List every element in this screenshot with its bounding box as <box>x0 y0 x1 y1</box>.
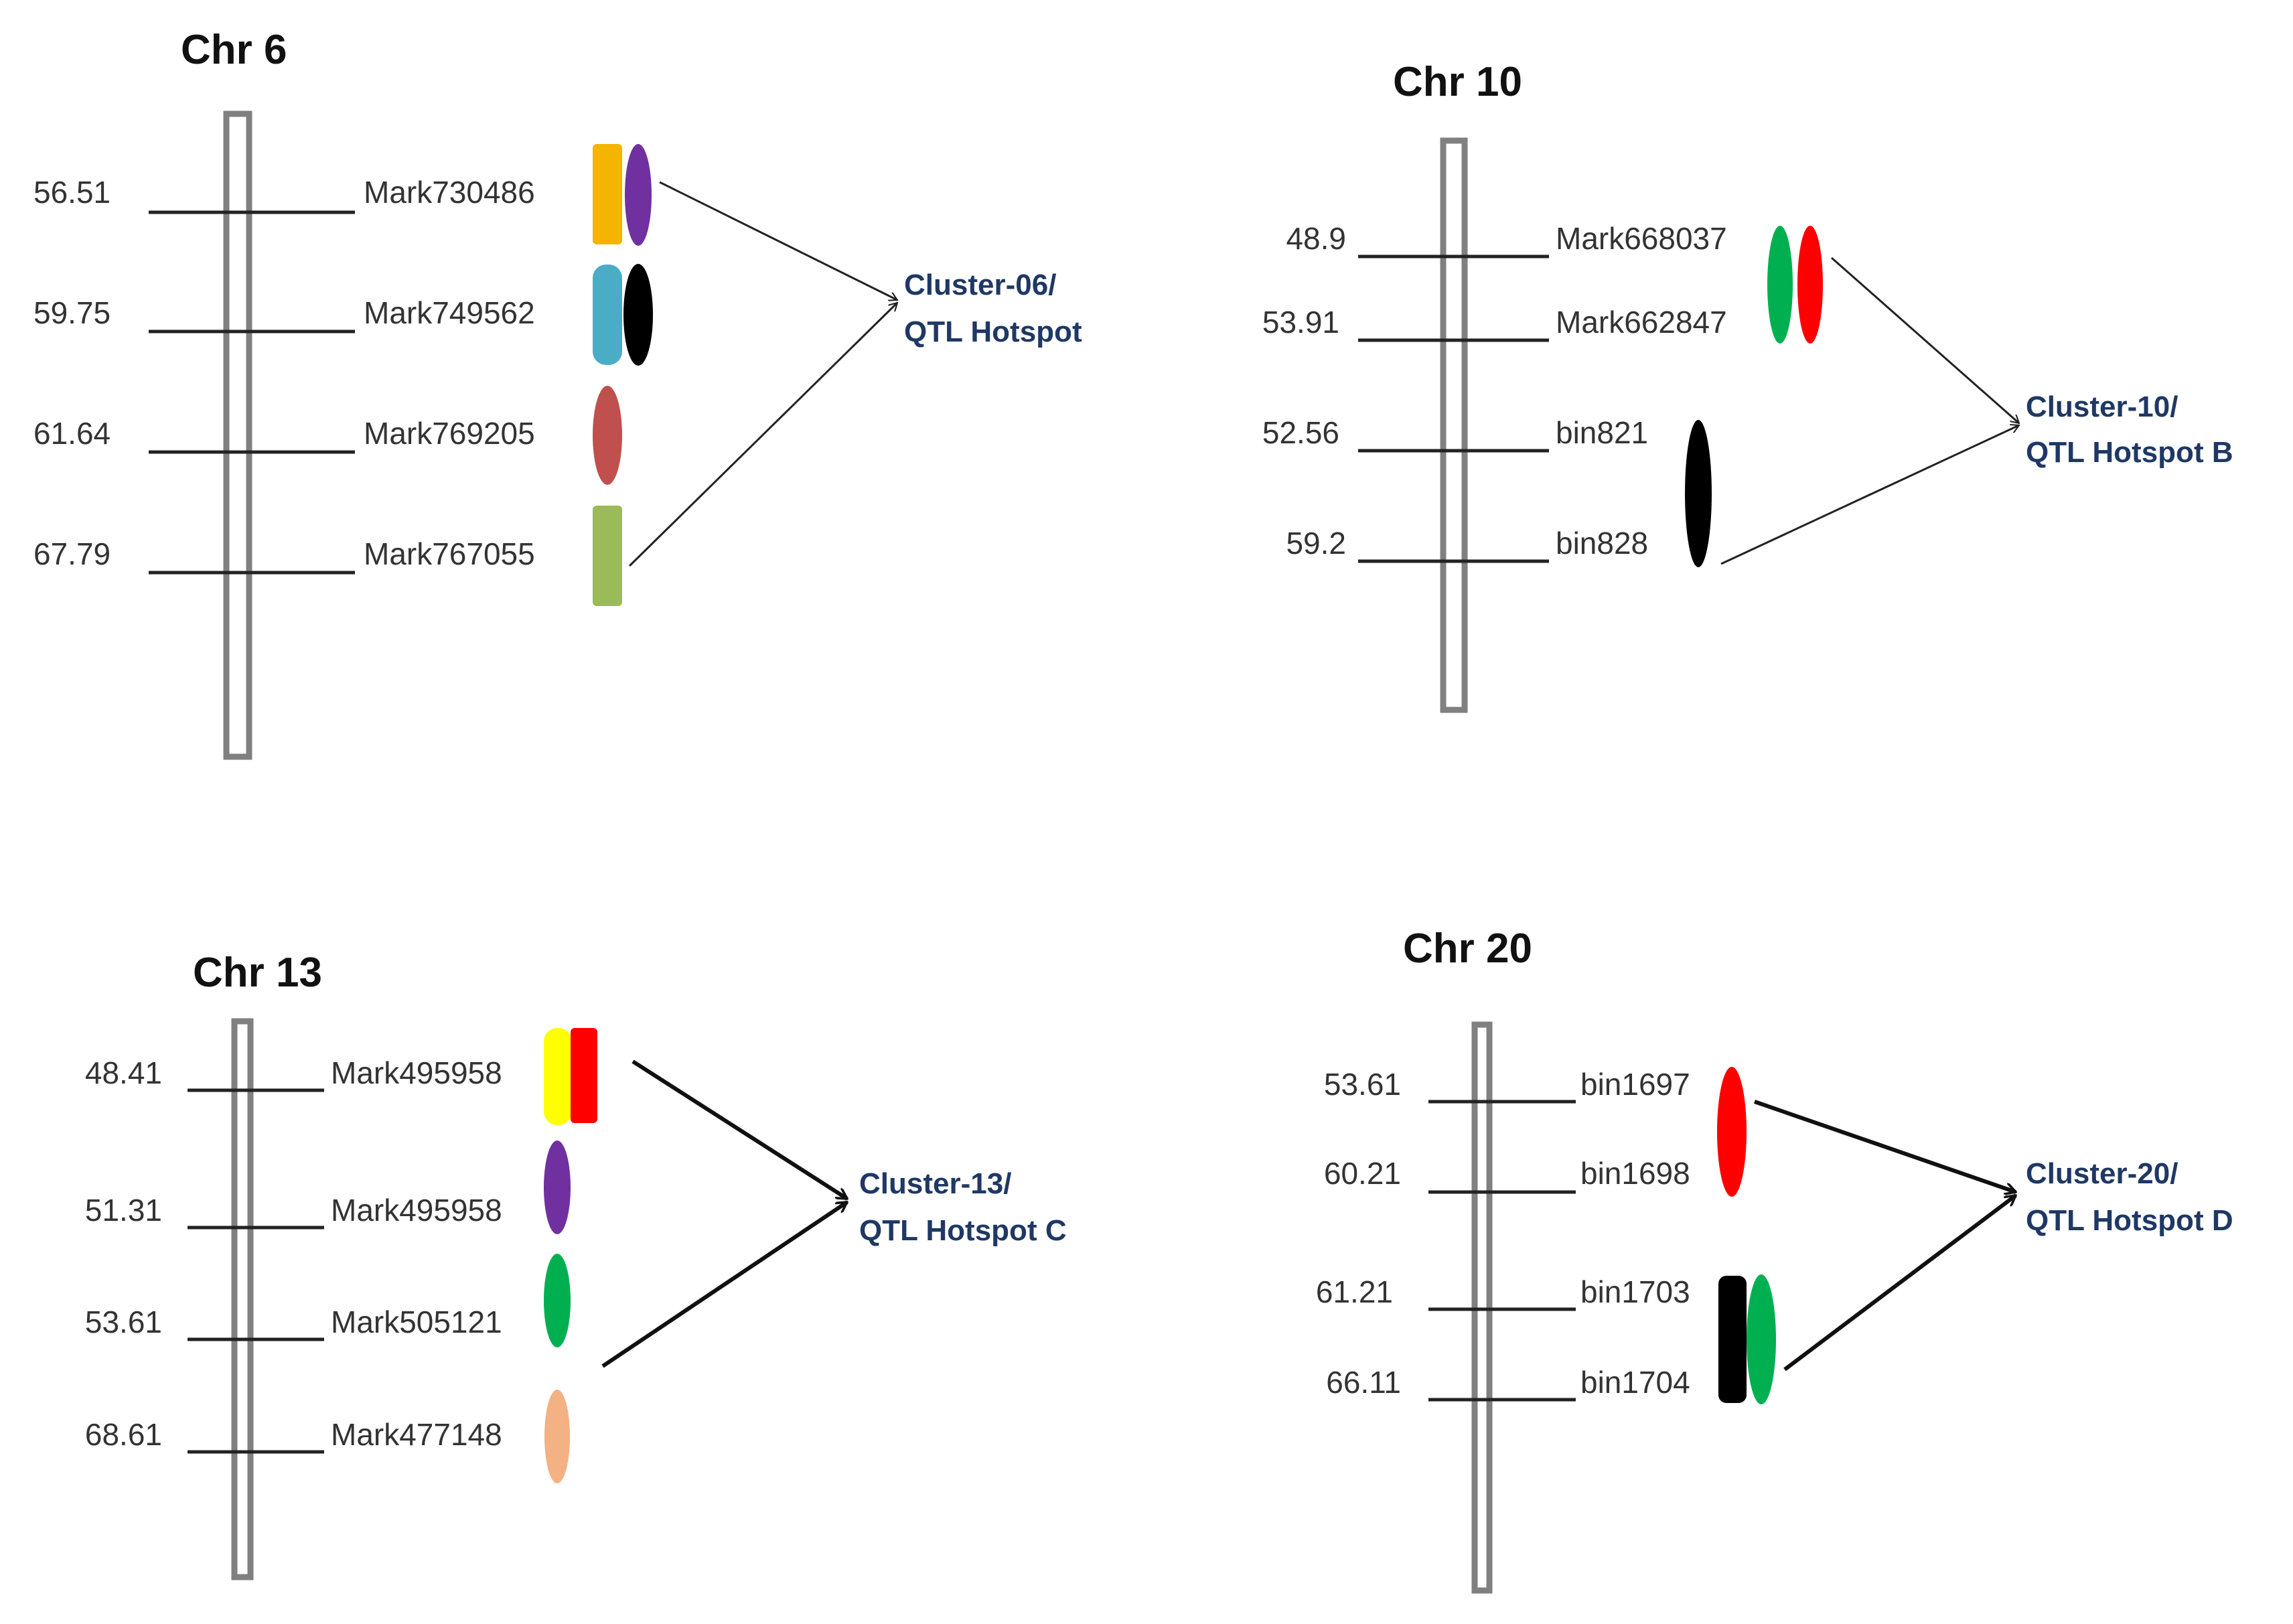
chr20-marker-name: bin1704 <box>1580 1365 1690 1400</box>
chr10-qtl-bar <box>1797 226 1823 344</box>
chr13-hotspot-label: Cluster-13/ <box>859 1167 1011 1200</box>
chr6-marker-name: Mark730486 <box>364 175 535 210</box>
chr20-marker-name: bin1698 <box>1580 1156 1690 1191</box>
chr20-hotspot-label: Cluster-20/ <box>2026 1157 2178 1190</box>
chr6-title: Chr 6 <box>181 27 287 73</box>
chr20-hotspot-label: QTL Hotspot D <box>2026 1204 2233 1237</box>
chr6-arrow <box>628 303 897 567</box>
chr13-marker-name: Mark495958 <box>331 1193 502 1228</box>
chr20-qtl-bar <box>1718 1276 1747 1403</box>
panel-chr6: Chr 6 56.51 59.75 61.64 67.79 Mark730486… <box>33 27 1082 760</box>
panel-chr13: Chr 13 48.41 51.31 53.61 68.61 Mark49595… <box>85 950 1067 1580</box>
chr6-arrow <box>659 181 897 300</box>
chr6-position-label: 56.51 <box>33 175 110 210</box>
chr6-qtl-bar <box>593 506 622 606</box>
chr13-qtl-bar <box>571 1028 597 1123</box>
chr6-hotspot-label: QTL Hotspot <box>904 315 1082 348</box>
chr20-arrow <box>1783 1193 2016 1372</box>
chr13-qtl-bar <box>544 1140 571 1234</box>
chr6-position-label: 67.79 <box>33 536 110 571</box>
chr20-position-label: 66.11 <box>1326 1365 1401 1400</box>
chr10-marker-name: bin821 <box>1556 415 1648 450</box>
chr10-marker-name: Mark662847 <box>1556 305 1727 340</box>
chr10-qtl-bar <box>1685 420 1712 567</box>
chr10-position-label: 48.9 <box>1286 221 1346 256</box>
chr20-qtl-bar <box>1717 1067 1747 1197</box>
chr10-position-label: 53.91 <box>1262 305 1339 340</box>
chr13-marker-name: Mark505121 <box>331 1305 502 1339</box>
chr10-hotspot-label: QTL Hotspot B <box>2026 436 2233 469</box>
chr10-qtl-bar <box>1767 226 1793 344</box>
chr6-marker-name: Mark767055 <box>364 536 535 571</box>
chr6-marker-name: Mark749562 <box>364 295 535 330</box>
chr20-position-label: 53.61 <box>1324 1067 1401 1102</box>
chr20-marker-name: bin1703 <box>1580 1274 1690 1309</box>
chr13-arrow <box>632 1059 847 1201</box>
chr13-position-label: 53.61 <box>85 1305 162 1339</box>
chr13-chromosome-bar <box>231 1018 254 1580</box>
chr13-marker-name: Mark477148 <box>331 1417 502 1452</box>
chr6-position-label: 59.75 <box>33 295 110 330</box>
chr6-qtl-bar <box>625 144 652 246</box>
chr6-qtl-bar <box>593 144 622 244</box>
chr10-position-label: 52.56 <box>1262 415 1339 450</box>
chr13-position-label: 51.31 <box>85 1193 162 1228</box>
chr13-qtl-bar <box>544 1028 572 1125</box>
chr10-arrow <box>1720 425 2019 565</box>
chr13-title: Chr 13 <box>193 950 322 996</box>
chr20-qtl-bar <box>1747 1274 1776 1404</box>
chr13-arrow <box>601 1200 847 1368</box>
chr13-hotspot-label: QTL Hotspot C <box>859 1214 1067 1247</box>
chr20-marker-name: bin1697 <box>1580 1067 1690 1102</box>
chr10-position-label: 59.2 <box>1286 526 1346 561</box>
chr13-position-label: 48.41 <box>85 1055 162 1090</box>
chr20-title: Chr 20 <box>1403 926 1532 972</box>
chr13-qtl-bar <box>544 1254 571 1347</box>
chr13-position-label: 68.61 <box>85 1417 162 1452</box>
chr10-chromosome-bar <box>1440 137 1468 713</box>
chr20-position-label: 61.21 <box>1316 1274 1393 1309</box>
chr6-qtl-bar <box>593 265 622 365</box>
chr10-title: Chr 10 <box>1393 59 1522 105</box>
panel-chr10: Chr 10 48.9 53.91 52.56 59.2 Mark668037 … <box>1262 59 2233 713</box>
chr6-qtl-bar <box>623 264 653 366</box>
chr13-qtl-bar <box>544 1390 570 1483</box>
panel-chr20: Chr 20 53.61 60.21 61.21 66.11 bin1697 b… <box>1316 926 2233 1594</box>
chr10-arrow <box>1831 256 2019 423</box>
chr6-qtl-bar <box>593 386 622 485</box>
chr10-marker-name: bin828 <box>1556 526 1648 561</box>
chr6-marker-name: Mark769205 <box>364 416 535 451</box>
chr13-marker-name: Mark495958 <box>331 1055 502 1090</box>
chr6-chromosome-bar <box>223 110 252 760</box>
chr20-position-label: 60.21 <box>1324 1156 1401 1191</box>
chr6-hotspot-label: Cluster-06/ <box>904 269 1056 301</box>
chr10-hotspot-label: Cluster-10/ <box>2026 390 2178 423</box>
chr6-position-label: 61.64 <box>33 416 110 451</box>
chr10-marker-name: Mark668037 <box>1556 221 1727 256</box>
chr20-arrow <box>1754 1100 2016 1192</box>
